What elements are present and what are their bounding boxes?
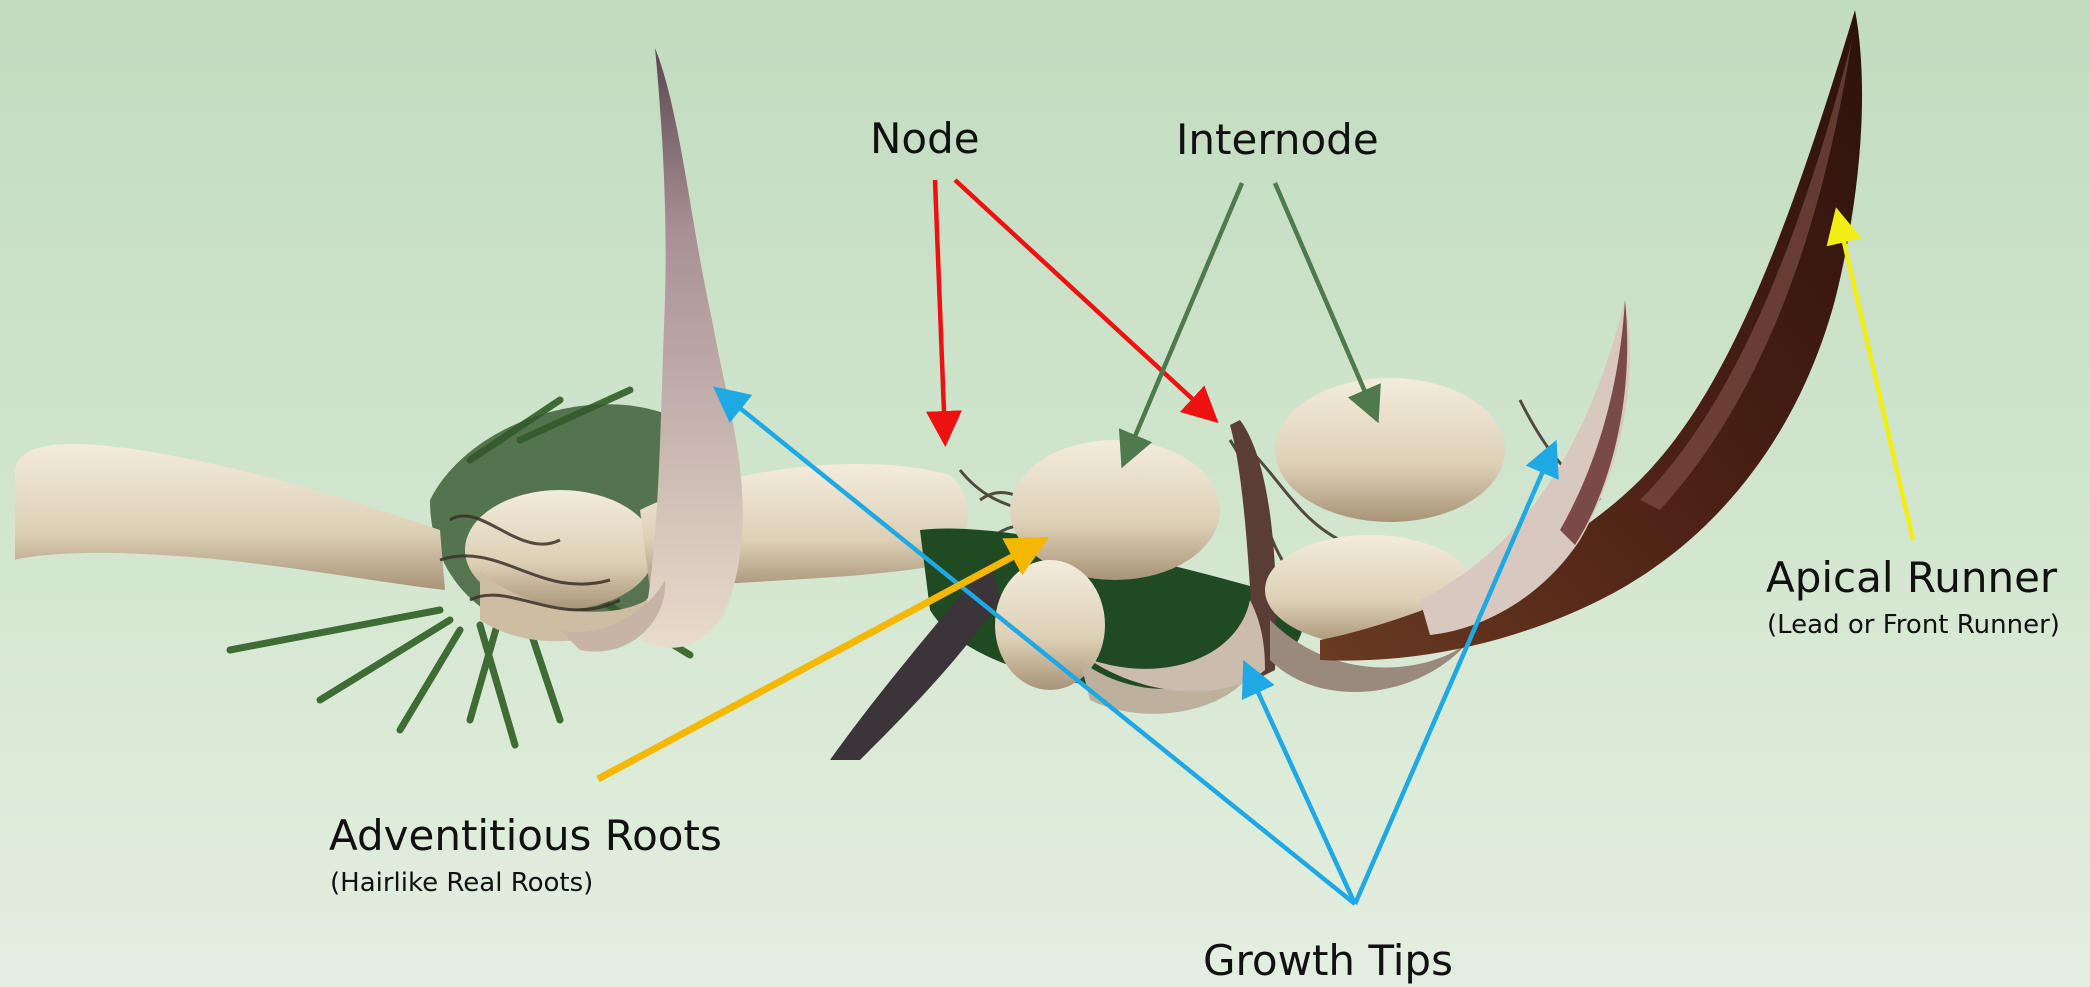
internode-arrow-1 <box>1125 183 1242 460</box>
node-label: Node <box>870 114 980 163</box>
sheath-dark <box>830 560 1000 760</box>
tuber-right-upper <box>1275 378 1505 522</box>
apical-runner-sublabel: (Lead or Front Runner) <box>1767 610 2060 640</box>
adventitious-roots-sublabel: (Hairlike Real Roots) <box>330 868 593 898</box>
apical-runner-arrow <box>1838 216 1913 540</box>
growth-tips-label: Growth Tips <box>1203 936 1453 985</box>
node-arrow-1 <box>935 180 945 438</box>
stolon-left <box>15 444 445 590</box>
growth-tip-arrow-middle <box>1247 668 1355 904</box>
node-arrow-2 <box>955 180 1212 417</box>
apical-runner-label: Apical Runner <box>1766 553 2057 602</box>
tuber-center-upper <box>1010 440 1220 580</box>
internode-label: Internode <box>1176 115 1379 164</box>
growth-shoot-left <box>640 48 743 648</box>
internode-arrow-2 <box>1275 183 1375 415</box>
node-arrows <box>935 180 1212 438</box>
adventitious-roots-label: Adventitious Roots <box>329 811 722 860</box>
